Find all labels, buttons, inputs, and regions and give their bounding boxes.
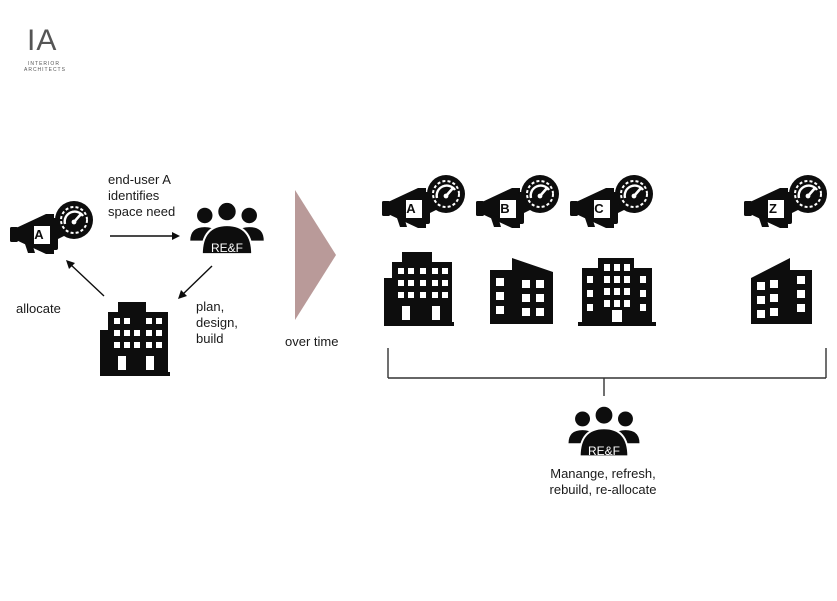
right-megaphone-b	[474, 173, 561, 230]
left-team-label: RE&F	[211, 241, 243, 255]
over-time-arrow	[295, 190, 336, 320]
right-megaphone-letter-a: A	[406, 201, 416, 216]
left-megaphone-letter: A	[34, 227, 44, 242]
right-megaphone-z	[742, 173, 829, 230]
right-megaphone-letter-c: C	[594, 201, 604, 216]
left-building-icon	[100, 302, 170, 376]
plan-arrow	[180, 265, 213, 297]
right-megaphone-c	[568, 173, 655, 230]
logo-line-2: ARCHITECTS	[24, 67, 66, 73]
logo-mark: IA	[27, 24, 58, 57]
allocate-label: allocate	[16, 301, 61, 316]
logo-line-1: INTERIOR	[28, 61, 60, 67]
identify-line-1: end-user A	[108, 172, 171, 187]
manage-caption: Manange, refresh, rebuild, re-allocate	[528, 466, 678, 498]
identify-label: end-user A identifies space need	[108, 172, 175, 220]
right-team-label: RE&F	[588, 444, 620, 458]
right-megaphone-letter-b: B	[500, 201, 509, 216]
over-time-label: over time	[285, 334, 339, 349]
identify-line-2: identifies	[108, 188, 160, 203]
bracket	[387, 348, 827, 396]
allocate-arrow	[69, 263, 105, 297]
plan-line-2: design,	[196, 315, 238, 330]
building-a-icon	[384, 252, 454, 326]
building-c-icon	[578, 258, 656, 326]
building-b-icon	[490, 258, 553, 324]
right-megaphone-letter-z: Z	[769, 201, 777, 216]
caption-line-1: Manange, refresh,	[550, 466, 656, 481]
left-megaphone-a	[8, 199, 95, 256]
logo-subtitle: INTERIOR ARCHITECTS	[24, 61, 66, 73]
plan-line-3: build	[196, 331, 224, 346]
building-z-icon	[751, 258, 812, 324]
identify-line-3: space need	[108, 204, 176, 219]
caption-line-2: rebuild, re-allocate	[549, 482, 657, 497]
plan-label: plan, design, build	[196, 299, 238, 347]
right-megaphone-a	[380, 173, 467, 230]
plan-line-1: plan,	[196, 299, 225, 314]
